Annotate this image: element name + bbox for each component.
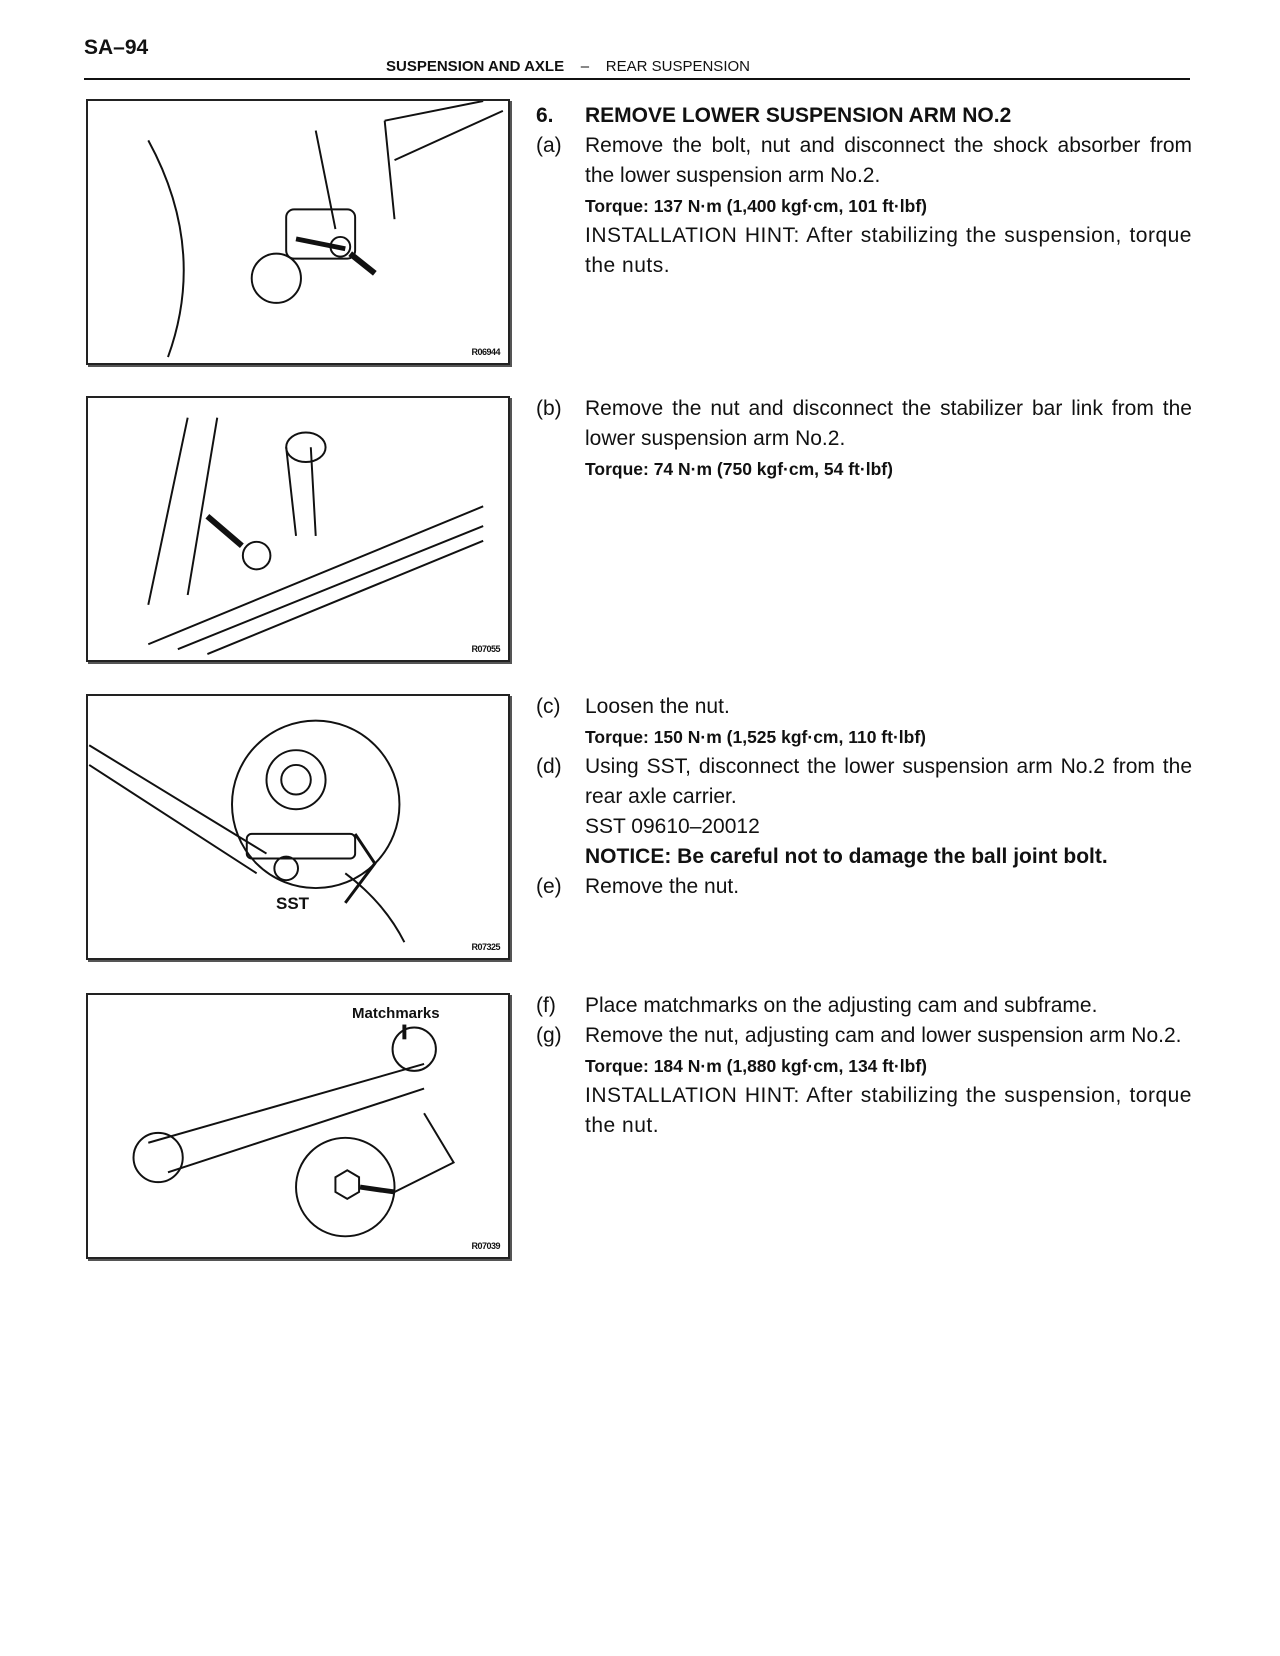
step-heading: 6. REMOVE LOWER SUSPENSION ARM NO.2: [536, 101, 1192, 131]
item-marker: (c): [536, 695, 561, 718]
notice: NOTICE: Be careful not to damage the bal…: [585, 845, 1108, 868]
header-rule: [84, 78, 1190, 80]
torque-spec: Torque: 184 N·m (1,880 kgf·cm, 134 ft·lb…: [585, 1056, 927, 1076]
separator: –: [580, 58, 590, 75]
item-b-block: (b) Remove the nut and disconnect the sta…: [536, 394, 1192, 484]
item-text: Using SST, disconnect the lower suspensi…: [585, 755, 1192, 808]
item-marker: (e): [536, 875, 562, 898]
figure-code: R07039: [471, 1241, 500, 1251]
item-a: (a) Remove the bolt, nut and disconnect t…: [536, 131, 1192, 191]
item-marker: (g): [536, 1024, 562, 1047]
item-marker: (a): [536, 134, 562, 157]
torque-spec: Torque: 150 N·m (1,525 kgf·cm, 110 ft·lb…: [585, 727, 927, 747]
figure-code: R07055: [471, 644, 500, 654]
item-text: Remove the bolt, nut and disconnect the …: [585, 134, 1192, 187]
subsection-title: REAR SUSPENSION: [605, 58, 750, 75]
item-c-e-block: (c) Loosen the nut. Torque: 150 N·m (1,52…: [536, 692, 1192, 902]
sst-number: SST 09610–20012: [585, 815, 760, 838]
figure-code: R06944: [471, 347, 500, 357]
installation-hint: INSTALLATION HINT: After stabilizing the…: [585, 1084, 1192, 1137]
figure-shock-absorber-bolt: R06944: [86, 99, 510, 365]
item-marker: (d): [536, 755, 562, 778]
item-text: Place matchmarks on the adjusting cam an…: [585, 994, 1098, 1017]
step-number: 6.: [536, 104, 554, 127]
figure-matchmarks: Matchmarks R07039: [86, 993, 510, 1259]
torque-spec: Torque: 137 N·m (1,400 kgf·cm, 101 ft·lb…: [585, 196, 927, 216]
figure-code: R07325: [471, 942, 500, 952]
step-title: REMOVE LOWER SUSPENSION ARM NO.2: [585, 104, 1012, 127]
figure-sst-ball-joint: SST R07325: [86, 694, 510, 960]
item-text: Remove the nut, adjusting cam and lower …: [585, 1024, 1182, 1047]
figure-stabilizer-link: R07055: [86, 396, 510, 662]
page-number: SA–94: [84, 36, 149, 59]
installation-hint: INSTALLATION HINT: After stabilizing the…: [585, 224, 1192, 277]
item-f-g-block: (f) Place matchmarks on the adjusting cam…: [536, 991, 1192, 1141]
item-marker: (b): [536, 397, 562, 420]
torque-spec: Torque: 74 N·m (750 kgf·cm, 54 ft·lbf): [585, 459, 893, 479]
item-text: Loosen the nut.: [585, 695, 730, 718]
step-6-block: 6. REMOVE LOWER SUSPENSION ARM NO.2 (a) Re…: [536, 101, 1192, 281]
sst-label: SST: [276, 894, 310, 913]
item-marker: (f): [536, 994, 556, 1017]
section-title: SUSPENSION AND AXLE: [386, 58, 565, 75]
item-text: Remove the nut.: [585, 875, 740, 898]
running-header: SUSPENSION AND AXLE – REAR SUSPENSION: [386, 58, 750, 75]
item-text: Remove the nut and disconnect the stabil…: [585, 397, 1192, 450]
matchmarks-label: Matchmarks: [352, 1005, 440, 1022]
